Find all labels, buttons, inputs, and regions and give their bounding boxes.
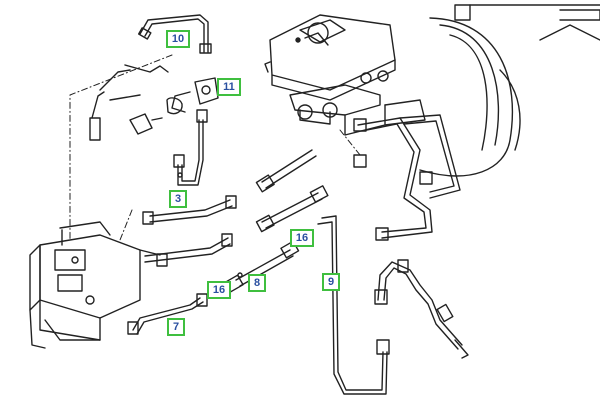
callout-part-8: 8 [248, 274, 266, 292]
abs-modulator-unit [29, 221, 161, 349]
brake-pipe-7 [127, 293, 208, 335]
flex-hose-upper [142, 195, 237, 225]
leader-lines [69, 54, 361, 241]
callout-part-16-lower: 16 [207, 281, 231, 299]
callout-part-11: 11 [217, 78, 241, 96]
flex-hose-16 [255, 149, 329, 233]
brake-pipe-rear-right [374, 259, 469, 359]
fastener-dots [177, 172, 243, 278]
callout-part-16-upper: 16 [290, 229, 314, 247]
brake-pipe-9 [317, 215, 390, 395]
callout-part-3: 3 [169, 190, 187, 208]
callout-part-9: 9 [322, 273, 340, 291]
brake-pipe-10 [137, 14, 212, 54]
flex-hose-middle [144, 233, 233, 267]
callout-part-7: 7 [167, 318, 185, 336]
brake-booster [419, 4, 600, 177]
brake-pipe-main-right [353, 114, 461, 241]
t-piece-11 [89, 64, 219, 141]
master-cylinder [264, 14, 426, 136]
callout-part-10: 10 [166, 30, 190, 48]
